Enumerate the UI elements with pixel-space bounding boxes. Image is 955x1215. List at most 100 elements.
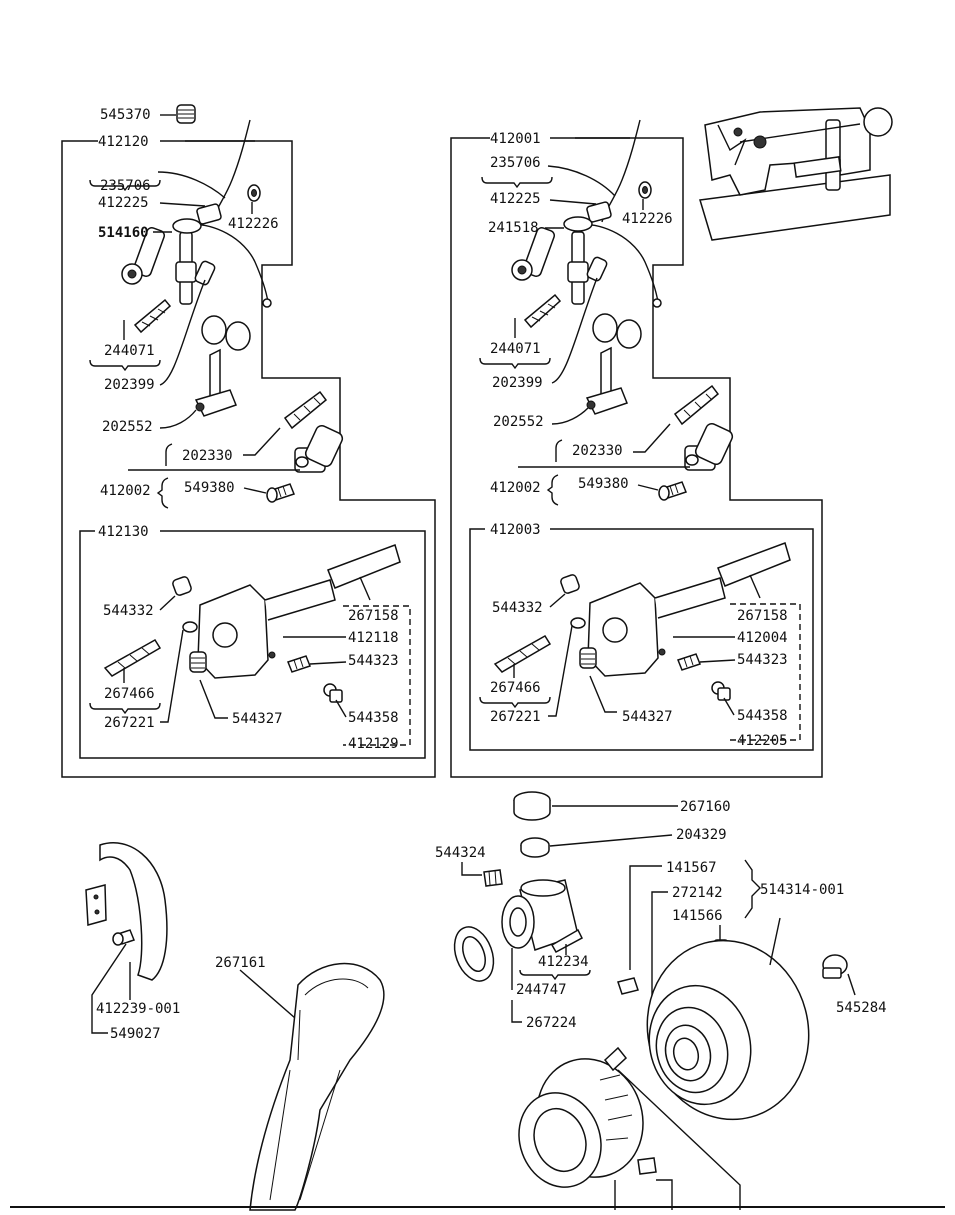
part-label: 412004: [737, 630, 788, 646]
part-label: 412226: [228, 216, 279, 232]
set-screw-part: [617, 977, 639, 995]
part-label: 412225: [98, 195, 149, 211]
part-label: 235706: [490, 155, 541, 171]
part-label: 244071: [490, 341, 541, 357]
screw-part: [711, 681, 731, 701]
part-label: 202399: [492, 375, 543, 391]
feeder-part: [523, 293, 562, 329]
part-label: 544323: [737, 652, 788, 668]
needle-bar-arm: [179, 223, 269, 303]
part-label: 412002: [100, 483, 151, 499]
nut-part: [560, 574, 580, 594]
set-screw-part: [677, 653, 701, 671]
part-label: 412118: [348, 630, 399, 646]
needle-bar-arm: [569, 223, 659, 303]
part-label: 267221: [490, 709, 541, 725]
set-screw-part: [637, 1157, 657, 1175]
part-label: 412225: [490, 191, 541, 207]
part-label: 412205: [737, 733, 788, 749]
part-label: 412234: [538, 954, 589, 970]
bushing-part: [501, 879, 579, 951]
part-label: 235706: [100, 178, 151, 194]
set-screw-part: [287, 655, 311, 673]
lower-section: 412239-001 549027 267161 267160 204329 5…: [10, 791, 945, 1211]
part-label: 267160: [680, 799, 731, 815]
part-label: 549380: [578, 476, 629, 492]
part-label: 514314-001: [760, 882, 844, 898]
frame-label: 412001: [490, 131, 541, 147]
shoulder-screw-part: [822, 954, 848, 979]
thread-guide-part: [585, 313, 642, 415]
part-label: 545370: [100, 107, 151, 123]
screw-part: [603, 1046, 628, 1072]
part-label: 204329: [676, 827, 727, 843]
timing-belt-part: [249, 962, 385, 1211]
part-label: 544324: [435, 845, 486, 861]
part-label: 267161: [215, 955, 266, 971]
part-label: 412002: [490, 480, 541, 496]
part-label: 549380: [184, 480, 235, 496]
part-label: 202399: [104, 377, 155, 393]
screw-part: [658, 481, 687, 501]
feeder-part: [133, 298, 172, 334]
spring-part: [189, 651, 207, 673]
sewing-machine-illustration: [699, 107, 893, 241]
frame-label: 412003: [490, 522, 541, 538]
part-label: 141566: [672, 908, 723, 924]
set-screw-part: [483, 869, 503, 887]
right-panel: 412001 235706 412225 412226 241518 2: [450, 107, 893, 778]
thread-take-up-assembly: [511, 201, 612, 305]
part-label: 202330: [572, 443, 623, 459]
felt-cap-part: [513, 791, 551, 821]
screw-part: [112, 929, 135, 946]
frame-label: 412130: [98, 524, 149, 540]
part-label: 545284: [836, 1000, 887, 1016]
left-panel: 545370 412120 235706 412225: [61, 104, 436, 778]
part-label: 267466: [104, 686, 155, 702]
felt-washer-part: [520, 837, 550, 858]
part-label: 267466: [490, 680, 541, 696]
part-label: 202330: [182, 448, 233, 464]
screw-part: [266, 483, 295, 503]
part-label: 244747: [516, 982, 567, 998]
part-label: 544358: [737, 708, 788, 724]
part-label: 544358: [348, 710, 399, 726]
right-subassembly-frame: [469, 528, 814, 751]
part-label: 272142: [672, 885, 723, 901]
part-label: 544332: [492, 600, 543, 616]
part-label: 202552: [493, 414, 544, 430]
part-label: 544327: [232, 711, 283, 727]
part-label: 544327: [622, 709, 673, 725]
belt-guard-part: [85, 842, 168, 981]
main-pulley-part: [646, 939, 810, 1121]
part-label: 267224: [526, 1015, 577, 1031]
left-subassembly-frame: [79, 530, 426, 759]
part-label: 241518: [488, 220, 539, 236]
part-label: 267158: [348, 608, 399, 624]
part-label: 412226: [622, 211, 673, 227]
cap-nut-part: [176, 104, 196, 124]
looper-part: [283, 390, 328, 430]
nut-part: [172, 576, 192, 596]
part-label: 549027: [110, 1026, 161, 1042]
timing-pulley-part: [518, 1058, 644, 1188]
thread-guide-part: [194, 315, 251, 417]
part-label: 412239-001: [96, 1001, 180, 1017]
thread-take-up-assembly: [121, 203, 222, 305]
part-label: 244071: [104, 343, 155, 359]
part-label: 544323: [348, 653, 399, 669]
spring-part: [579, 647, 597, 669]
looper-shaft-assembly: [182, 544, 401, 679]
screw-part: [323, 683, 343, 703]
frame-label: 412120: [98, 134, 149, 150]
part-label: 141567: [666, 860, 717, 876]
part-label: 514160: [98, 225, 149, 241]
looper-shaft-assembly: [570, 542, 791, 677]
pulley-flange-part: [453, 926, 495, 982]
part-label: 544332: [103, 603, 154, 619]
part-label: 267158: [737, 608, 788, 624]
part-label: 267221: [104, 715, 155, 731]
part-label: 412129: [348, 736, 399, 752]
looper-part: [673, 384, 720, 426]
